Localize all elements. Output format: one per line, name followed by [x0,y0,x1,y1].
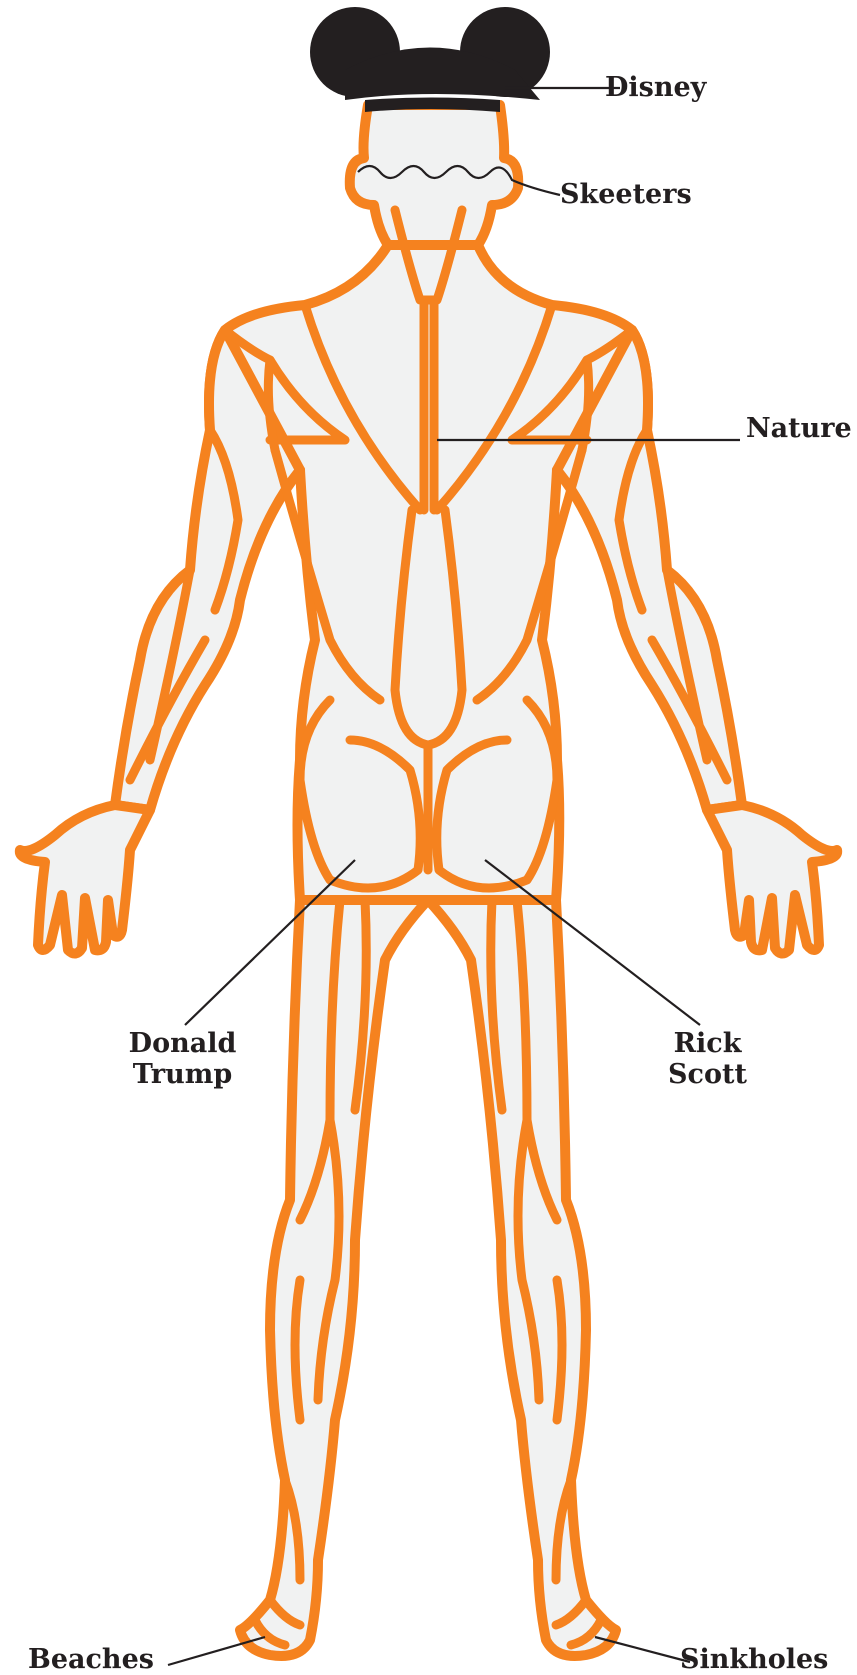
sinkholes-label: Sinkholes [680,1644,828,1675]
rick-scott-line1: Rick [655,1028,760,1059]
donald-trump-line1: Donald [120,1028,245,1059]
donald-trump-line2: Trump [120,1059,245,1090]
disney-label: Disney [605,72,706,103]
nature-label: Nature [746,413,852,444]
left-hand [20,805,150,954]
beaches-label: Beaches [28,1644,154,1675]
right-hand [707,805,837,954]
rick-scott-label: Rick Scott [655,1028,760,1090]
skeeters-label: Skeeters [560,179,692,210]
donald-trump-label: Donald Trump [120,1028,245,1090]
head [350,105,518,245]
rick-scott-line2: Scott [655,1059,760,1090]
mouse-ears-icon [310,7,550,112]
